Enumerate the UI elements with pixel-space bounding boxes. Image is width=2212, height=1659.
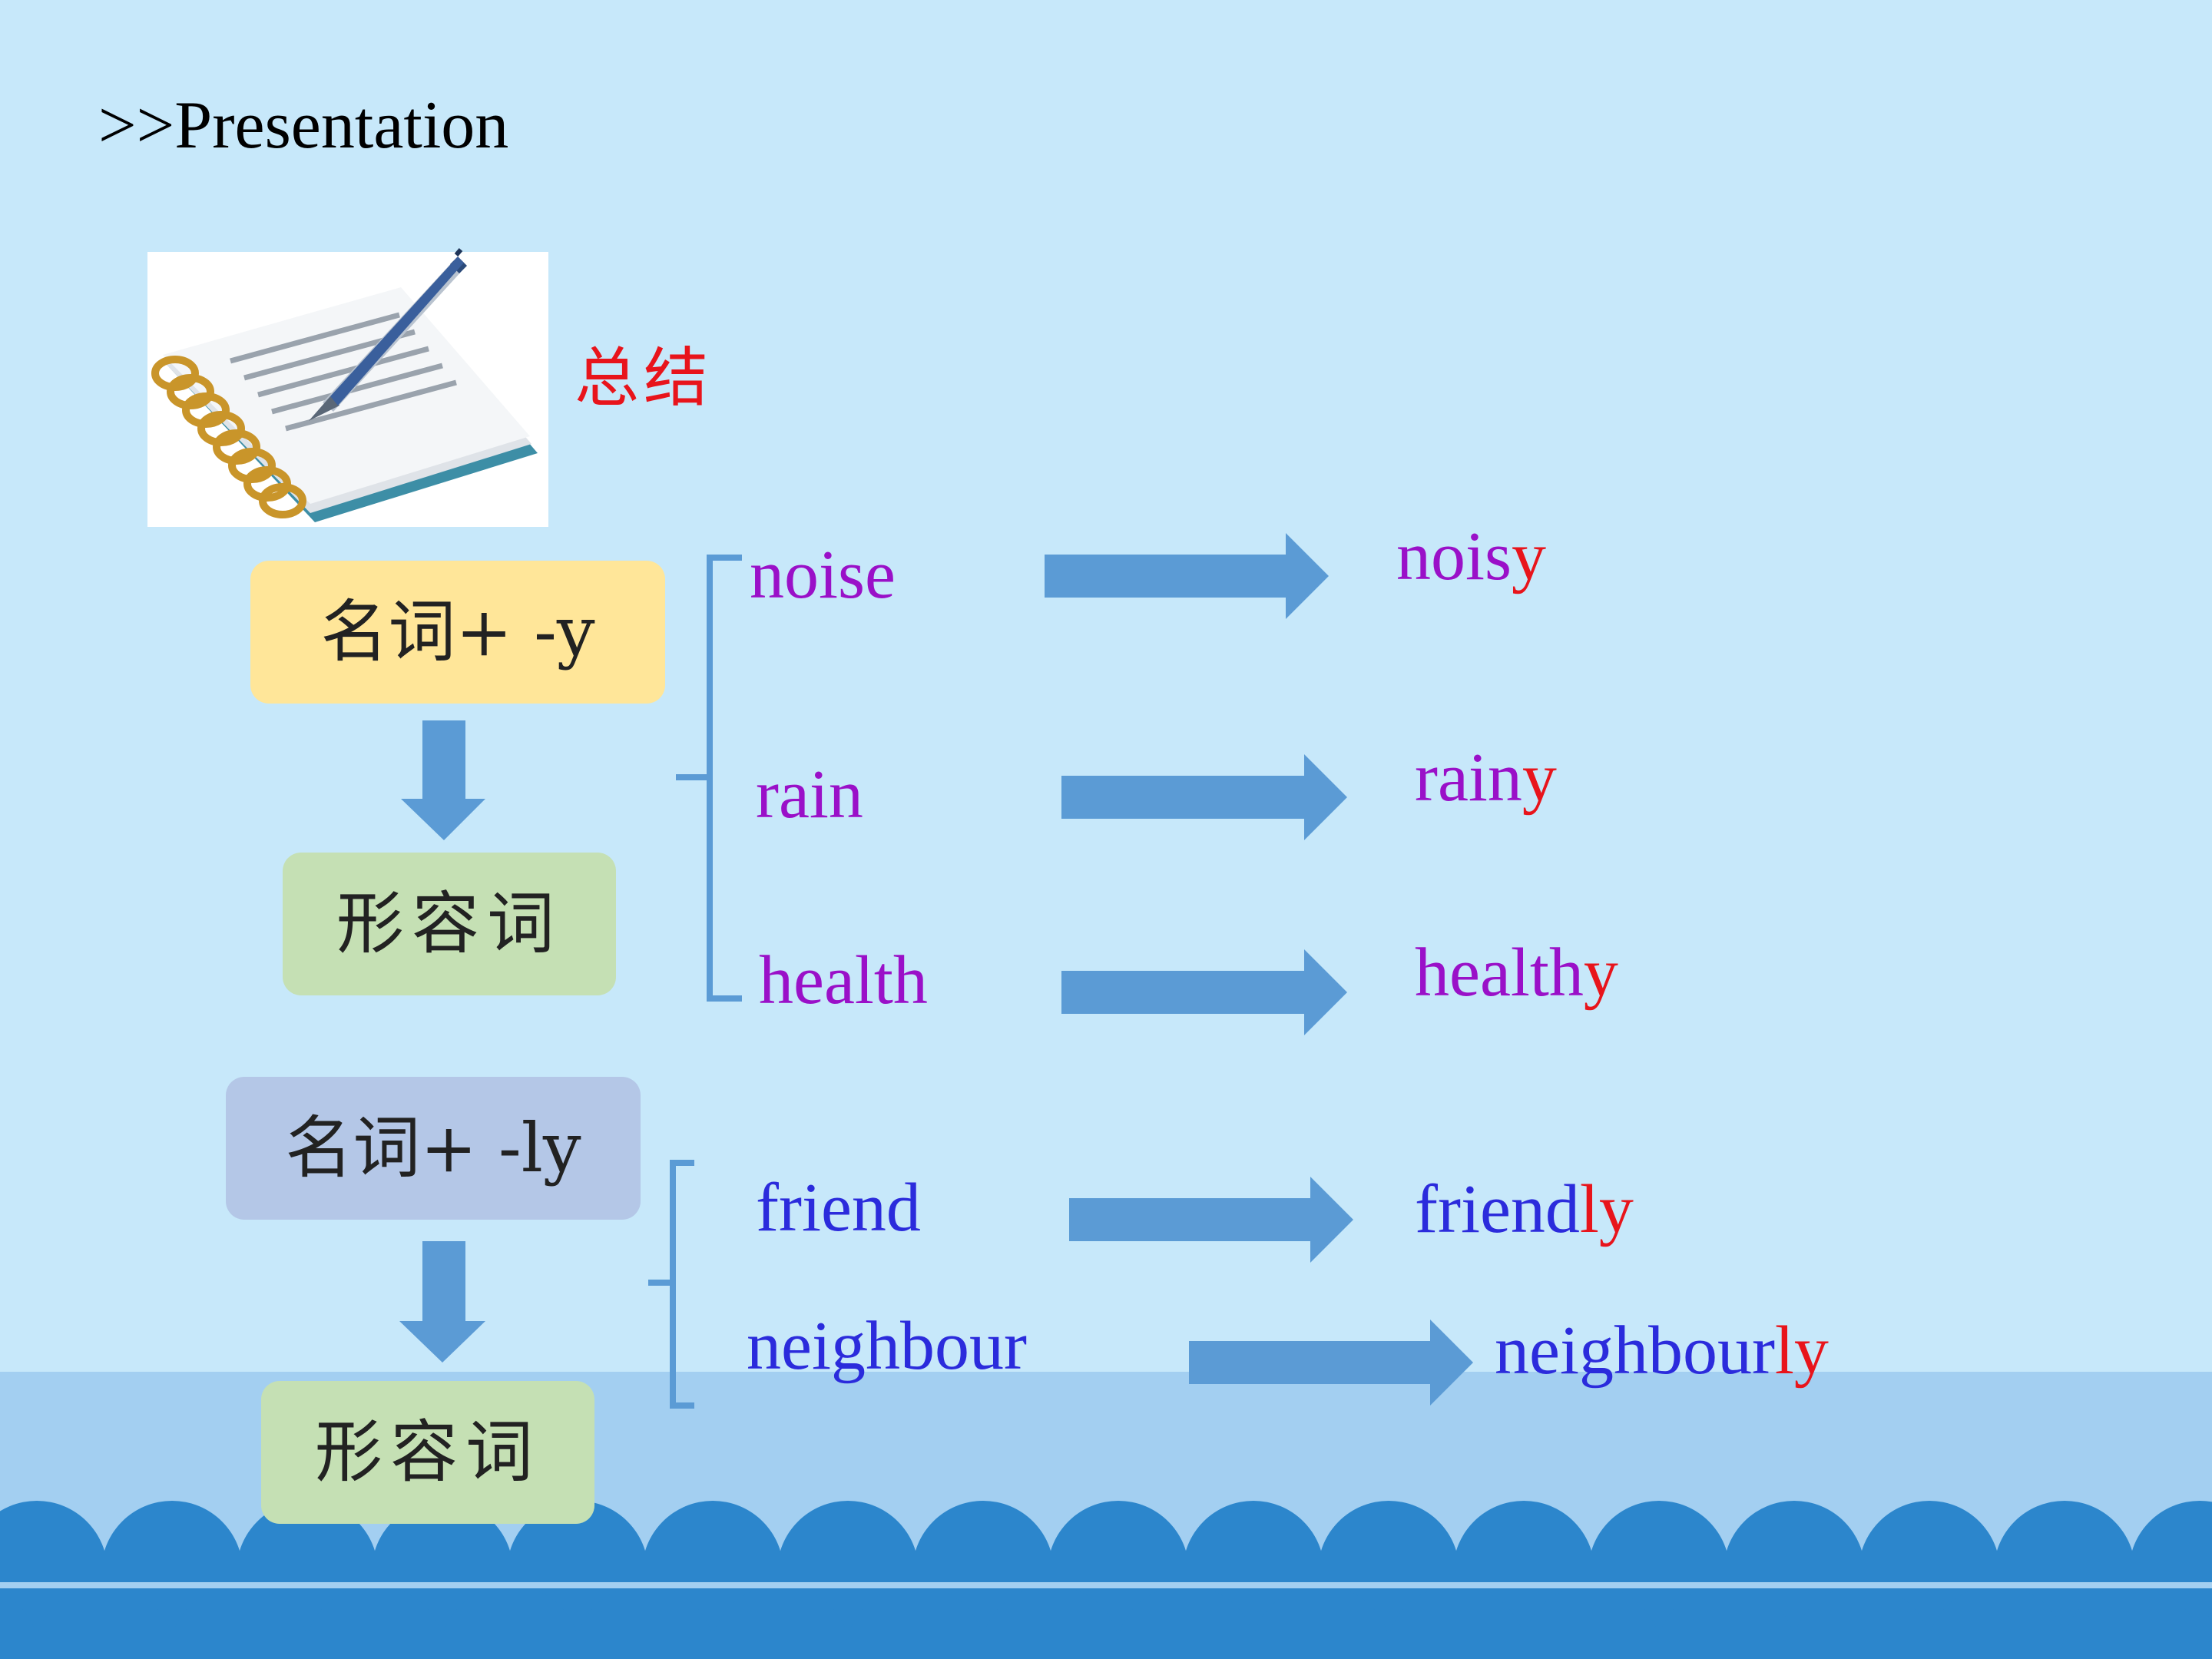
wave-decoration	[0, 1501, 2212, 1659]
wave-scallop	[34, 1585, 175, 1659]
notebook-pen-icon	[147, 248, 548, 527]
slide-heading: >>Presentation	[98, 88, 509, 163]
adjective-suffix: ly	[1579, 1171, 1634, 1247]
adjective-noisy: noisy	[1396, 522, 1546, 591]
wave-scallop	[1926, 1585, 2068, 1659]
adjective-box: 形容词	[261, 1381, 594, 1524]
adjective-suffix: y	[1512, 518, 1547, 594]
wave-scallop	[2197, 1611, 2212, 1659]
noun-friend: friend	[756, 1170, 921, 1246]
wave-scallop	[2061, 1585, 2203, 1659]
adjective-stem: friend	[1415, 1171, 1580, 1247]
wave-scallop	[1791, 1585, 1932, 1659]
adjective-healthy: healthy	[1415, 939, 1618, 1008]
arrow-right-icon	[1061, 949, 1347, 1035]
rule-ly-box: 名词+ -ly	[226, 1077, 641, 1220]
wave-scallop	[1386, 1585, 1527, 1659]
adjective-neighbourly: neighbourly	[1495, 1316, 1829, 1386]
arrow-down-icon	[401, 720, 485, 840]
arrow-right-icon	[1189, 1320, 1473, 1406]
arrow-right-icon	[1045, 533, 1329, 619]
adjective-suffix: y	[1583, 935, 1618, 1011]
adjective-stem: health	[1415, 935, 1584, 1011]
wave-scallop	[845, 1585, 986, 1659]
wave-scallop	[1115, 1585, 1257, 1659]
adjective-rainy: rainy	[1415, 743, 1557, 813]
wave-scallop	[1521, 1585, 1662, 1659]
arrow-right-icon	[1069, 1177, 1353, 1263]
wave-scallop	[0, 1592, 40, 1659]
wave-scallop	[575, 1585, 716, 1659]
wave-scallop	[304, 1585, 445, 1659]
wave-gap	[0, 1582, 2212, 1588]
adjective-box: 形容词	[283, 853, 616, 995]
adjective-suffix: ly	[1774, 1313, 1829, 1389]
bracket-icon	[648, 1160, 694, 1409]
adjective-suffix: y	[1522, 740, 1557, 816]
wave-scallop	[710, 1585, 851, 1659]
adjective-stem: rain	[1415, 740, 1522, 816]
arrow-down-icon	[399, 1241, 485, 1363]
noun-rain: rain	[756, 757, 863, 833]
wave-scallop	[169, 1585, 310, 1659]
wave-scallop	[439, 1585, 581, 1659]
noun-noise: noise	[750, 537, 896, 613]
adjective-friendly: friendly	[1415, 1175, 1634, 1244]
wave-scallop	[1656, 1585, 1797, 1659]
adjective-stem: nois	[1396, 518, 1512, 594]
wave-scallop	[1250, 1585, 1392, 1659]
bracket-icon	[676, 555, 742, 1002]
noun-neighbour: neighbour	[747, 1308, 1027, 1384]
rule-y-box: 名词+ -y	[250, 561, 665, 704]
summary-label: 总结	[575, 340, 714, 416]
adjective-stem: neighbour	[1495, 1313, 1775, 1389]
arrow-right-icon	[1061, 754, 1347, 840]
wave-scallop	[980, 1585, 1121, 1659]
noun-health: health	[759, 942, 928, 1018]
